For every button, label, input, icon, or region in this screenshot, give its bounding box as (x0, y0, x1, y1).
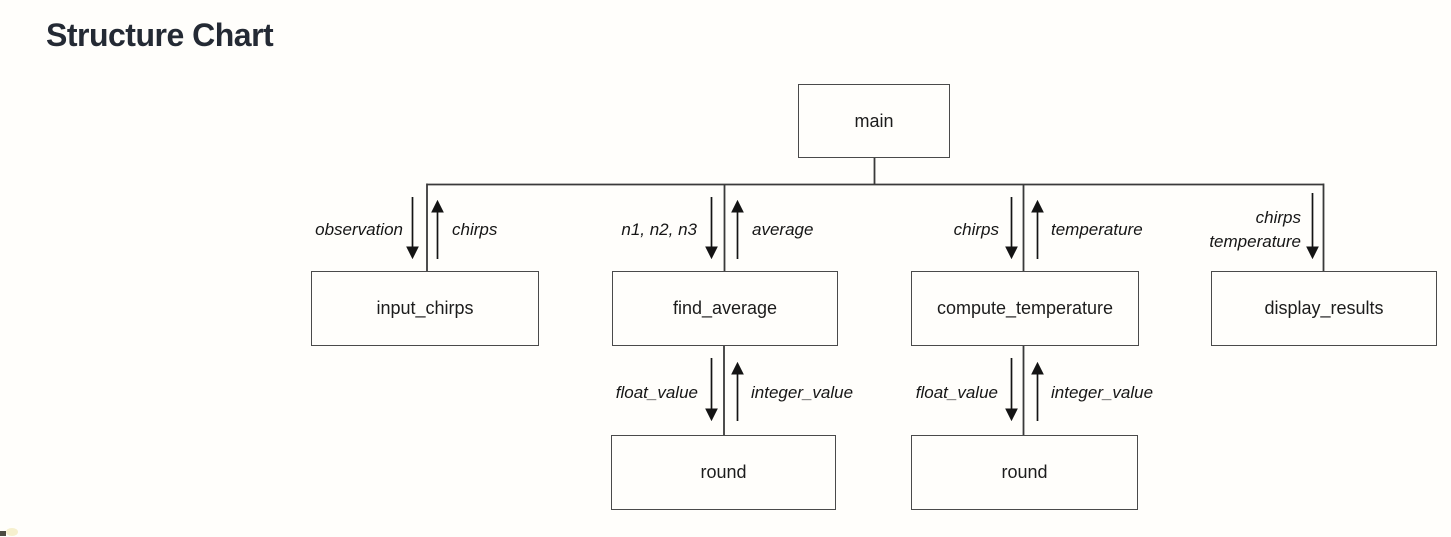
corner-artifact (0, 531, 6, 536)
flow-label-chirps-temperature-line1: chirps (1255, 208, 1301, 227)
node-compute-temperature-label: compute_temperature (936, 298, 1114, 318)
flow-label-float-value-right: float_value (915, 383, 998, 402)
node-display-results-label: display_results (1264, 298, 1384, 318)
node-round-left: round (611, 435, 836, 510)
flow-label-observation: observation (315, 220, 403, 239)
node-find-average: find_average (612, 271, 838, 346)
flow-label-chirps-temperature-line2: temperature (1209, 232, 1301, 251)
flow-label-integer-value-right: integer_value (1051, 383, 1154, 402)
node-compute-temperature: compute_temperature (911, 271, 1139, 346)
flow-label-chirps-argument: chirps (953, 220, 999, 239)
flow-label-temperature: temperature (1051, 220, 1143, 239)
flow-label-n1-n2-n3: n1, n2, n3 (621, 220, 697, 239)
page-title: Structure Chart (46, 17, 274, 53)
node-input-chirps-label: input_chirps (376, 298, 474, 318)
corner-smudge-artifact (6, 528, 18, 536)
flow-label-float-value-left: float_value (615, 383, 698, 402)
flow-label-chirps-return: chirps (452, 220, 498, 239)
flow-label-average: average (752, 220, 814, 239)
node-main-label: main (854, 110, 894, 131)
node-input-chirps: input_chirps (311, 271, 539, 346)
node-display-results: display_results (1211, 271, 1437, 346)
flow-label-chirps-temperature: chirps temperature (1209, 206, 1301, 254)
node-round-right-label: round (1001, 462, 1048, 482)
node-find-average-label: find_average (672, 298, 778, 318)
node-round-left-label: round (700, 462, 747, 482)
node-main: main (798, 84, 950, 158)
node-round-right: round (911, 435, 1138, 510)
flow-label-integer-value-left: integer_value (751, 383, 854, 402)
